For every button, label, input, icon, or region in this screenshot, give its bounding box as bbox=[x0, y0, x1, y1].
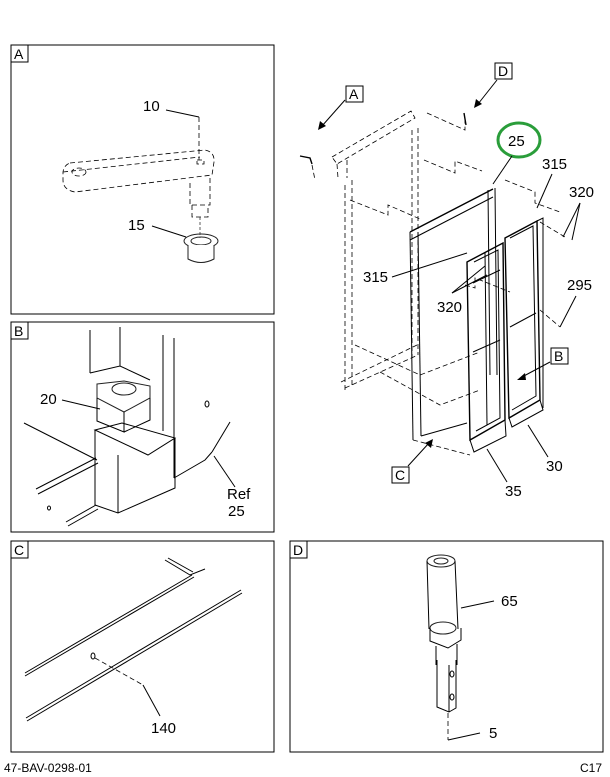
callout-25: 25 bbox=[508, 133, 525, 150]
detail-panel-c: C 140 bbox=[10, 540, 275, 753]
callout-140-leader bbox=[142, 684, 161, 717]
callout-35-leader bbox=[486, 448, 508, 483]
callout-320-lower-leader-b bbox=[451, 274, 488, 294]
callout-20: 20 bbox=[40, 391, 57, 408]
panel-d-tag: D bbox=[293, 542, 303, 558]
drawing-number: 47-BAV-0298-01 bbox=[4, 761, 92, 775]
callout-320-lower-leader-a bbox=[451, 265, 486, 294]
callout-320-upper-leader-b bbox=[571, 202, 581, 241]
view-ref-c: C bbox=[391, 439, 433, 484]
callout-15-leader bbox=[151, 225, 187, 238]
rail-part bbox=[24, 557, 243, 722]
panel-c-frame bbox=[10, 540, 275, 753]
bushing-part bbox=[183, 233, 219, 263]
panel-a-tag: A bbox=[14, 46, 24, 62]
panel-d-frame bbox=[289, 540, 604, 753]
panel-b-tag-box bbox=[10, 321, 29, 340]
callout-295-leader bbox=[559, 295, 577, 328]
pin-part bbox=[426, 554, 462, 713]
pivot-block-part bbox=[23, 327, 231, 527]
callout-30: 30 bbox=[546, 458, 563, 475]
panel-d-tag-box bbox=[289, 540, 308, 559]
pin-a-part bbox=[299, 155, 313, 165]
left-door-part bbox=[466, 241, 507, 453]
callout-35: 35 bbox=[505, 483, 522, 500]
callout-315-upper-leader bbox=[536, 173, 553, 209]
panel-b-tag: B bbox=[14, 323, 23, 339]
main-exploded-view: 25 315 320 315 320 295 30 35 A bbox=[299, 62, 594, 500]
callout-15: 15 bbox=[128, 217, 145, 234]
ref-25-leader bbox=[213, 455, 236, 488]
panel-c-tag-box bbox=[10, 540, 29, 559]
detail-panel-b: B 20 bbox=[10, 321, 275, 533]
panel-b-frame bbox=[10, 321, 275, 533]
callout-140: 140 bbox=[151, 720, 176, 737]
callout-315-upper: 315 bbox=[542, 156, 567, 173]
callout-10-leader bbox=[165, 109, 200, 118]
callout-320-upper: 320 bbox=[569, 184, 594, 201]
callout-295: 295 bbox=[567, 277, 592, 294]
callout-25-leader bbox=[492, 155, 513, 185]
panel-c-tag: C bbox=[14, 542, 24, 558]
header-bracket-part bbox=[331, 110, 419, 390]
callout-10: 10 bbox=[143, 98, 160, 115]
view-ref-d: D bbox=[474, 62, 513, 108]
crank-arm-part bbox=[62, 149, 215, 218]
callout-5-leader bbox=[447, 732, 481, 741]
door-frame-part bbox=[409, 187, 498, 456]
svg-text:A: A bbox=[349, 86, 359, 102]
svg-text:D: D bbox=[498, 63, 508, 79]
svg-text:B: B bbox=[554, 348, 563, 364]
highlight-circle bbox=[496, 121, 542, 159]
panel-a-frame bbox=[10, 44, 275, 315]
right-door-part bbox=[504, 217, 544, 428]
callout-320-upper-leader-a bbox=[562, 202, 581, 238]
callout-5: 5 bbox=[489, 725, 497, 742]
callout-30-leader bbox=[527, 424, 549, 458]
detail-panel-d: D 65 5 bbox=[289, 540, 604, 753]
ref-number: 25 bbox=[228, 503, 245, 520]
callout-315-lower-leader bbox=[391, 252, 468, 278]
callout-20-leader bbox=[61, 399, 101, 410]
panel-a-tag-box bbox=[10, 44, 29, 63]
callout-65: 65 bbox=[501, 593, 518, 610]
view-ref-b: B bbox=[517, 347, 569, 380]
svg-text:C: C bbox=[395, 467, 405, 483]
page-code: C17 bbox=[580, 761, 602, 775]
pin-d-part bbox=[463, 112, 467, 126]
detail-panel-a: A 10 15 bbox=[10, 44, 275, 315]
view-ref-a: A bbox=[318, 85, 364, 130]
callout-315-lower: 315 bbox=[363, 269, 388, 286]
callout-65-leader bbox=[460, 600, 495, 609]
callout-320-lower: 320 bbox=[437, 299, 462, 316]
ref-label: Ref bbox=[227, 486, 251, 503]
